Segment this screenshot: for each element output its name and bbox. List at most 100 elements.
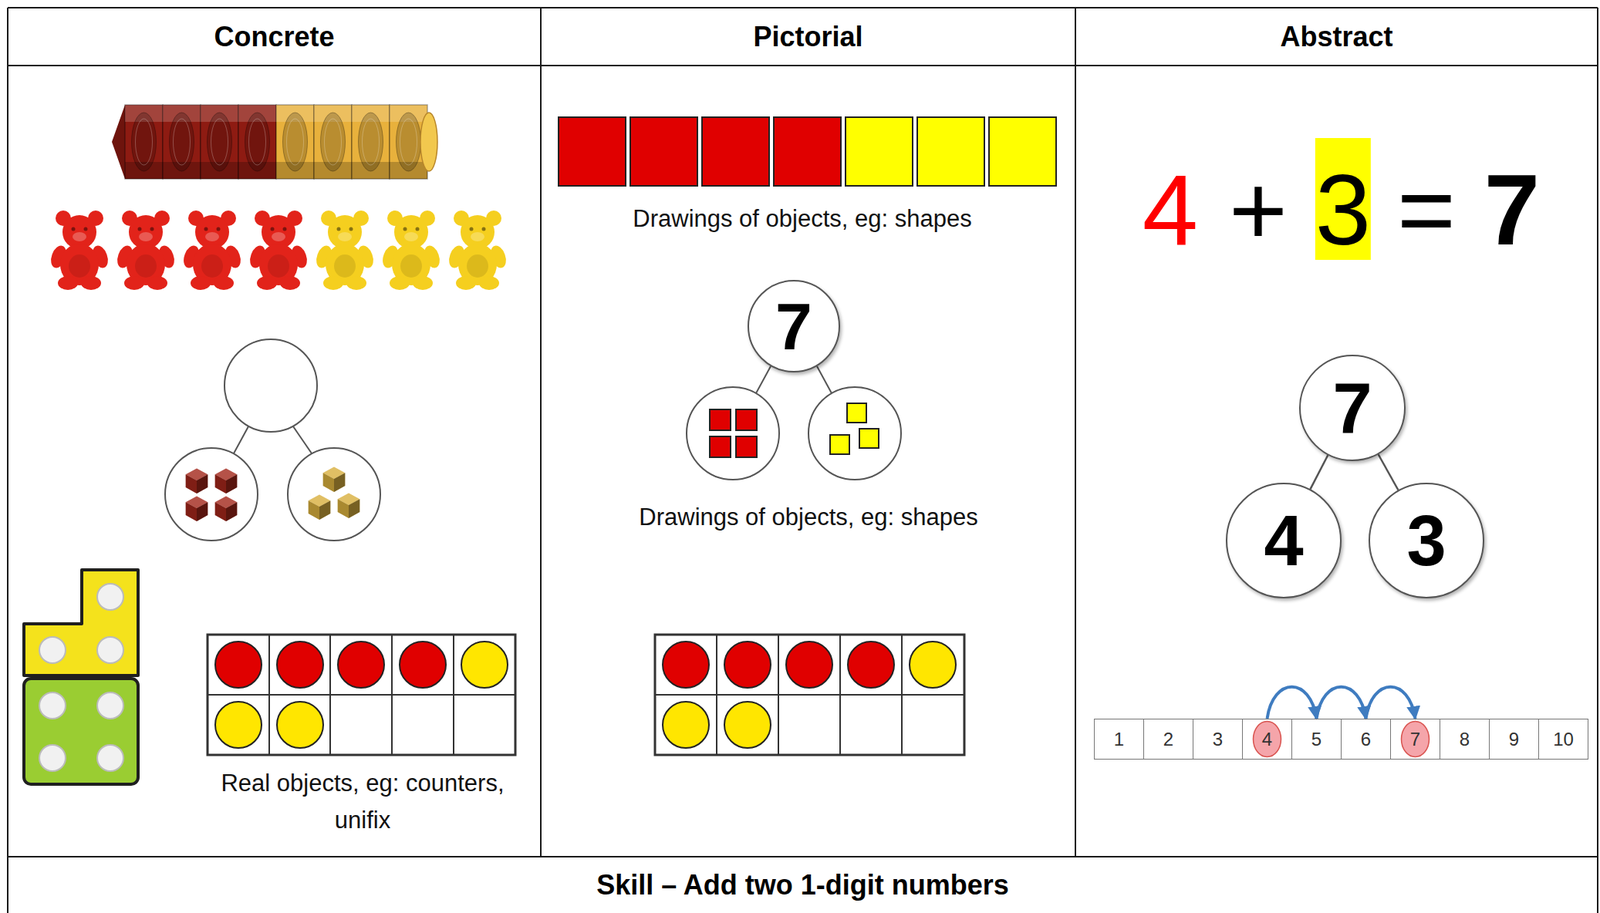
red-counter [399,641,446,689]
unifix-cube [276,104,314,179]
ten-frame-border [654,634,965,756]
red-bear [180,210,244,291]
red-counter [724,641,771,689]
header-text: Pictorial [752,20,863,54]
unifix-cube [162,104,201,179]
part-circle [808,387,902,480]
unifix-cube [238,104,277,179]
number-line-number: 5 [1311,730,1322,750]
red-counter [847,641,895,689]
red-bear [114,210,177,291]
number-line-cell: 5 [1291,718,1342,760]
number-line-number: 4 [1262,730,1273,750]
yellow-counter [461,641,508,689]
skill-text: Skill – Add two 1-digit numbers [596,869,1010,902]
red-counter [786,641,833,689]
red-square [702,117,770,186]
red-square [709,436,731,458]
stick-end [420,112,438,172]
unifix-cube [124,104,163,179]
number-line-number: 10 [1552,730,1574,750]
yellow-bear [313,210,376,291]
table-rule [7,856,1598,858]
table-rule [7,6,1598,9]
part-whole-line [293,426,312,454]
counting-bears [47,210,509,291]
yellow-counter [724,702,771,749]
equation-addend: 4 [1142,159,1199,260]
ten-frame-rule [654,694,965,696]
red-counter [215,641,262,689]
unifix-cube [351,104,390,179]
numicon-hole [97,583,124,611]
unifix-stick [111,104,438,179]
part-number: 3 [1406,505,1446,577]
part-circle [686,387,780,480]
red-cube [215,468,238,494]
stick-end [111,104,125,179]
jump-arrow [1267,687,1317,719]
gold-cube [323,466,346,493]
part-whole-line [816,366,832,394]
numicon-hole [97,692,124,719]
yellow-counter [662,702,709,749]
numicon-hole [39,692,66,719]
gold-cube [337,492,361,519]
column-header: Concrete [7,7,541,66]
part-number: 4 [1263,505,1303,577]
red-cube [215,496,238,522]
pictorial-ten-frame [654,634,965,756]
part-circle [165,448,258,541]
table-rule [7,64,1598,67]
part-whole-line [233,426,249,454]
red-square [735,409,757,431]
red-square [558,117,626,186]
yellow-counter [276,702,324,749]
numicon-shapes [23,570,139,785]
equation-addend: 3 [1315,138,1371,260]
table-rule [1596,7,1599,913]
red-bear [246,210,310,291]
table-grid [7,7,1598,913]
red-square [630,117,698,186]
number-line-cell: 7 [1390,718,1441,760]
yellow-square [830,435,850,455]
table-rule [1074,7,1077,858]
yellow-square [845,117,913,186]
number-line-cell: 6 [1340,718,1391,760]
jump-arrow [1316,687,1367,719]
red-square [709,409,731,431]
column-header: Abstract [1075,7,1598,66]
part-whole-line [1309,455,1328,490]
header-text: Abstract [1279,20,1393,54]
number-line-cell: 4 [1242,718,1293,760]
red-square [773,117,841,186]
numicon-three [23,570,139,676]
number-line-cell: 8 [1439,718,1490,760]
red-counter [276,641,324,689]
number-line-number: 9 [1508,730,1519,750]
highlight-oval [1401,722,1430,758]
table-rule [6,7,9,913]
yellow-square [917,117,985,186]
number-line-number: 7 [1410,730,1421,750]
red-square [735,436,757,458]
concrete-part-whole [165,339,381,541]
red-cube [185,468,209,494]
gold-cube [308,494,331,520]
yellow-counter [215,702,262,749]
caption: Drawings of objects, eg: shapes [632,200,972,238]
part-circle: 4 [1225,482,1342,599]
caption: Real objects, eg: counters, unifix [208,765,517,840]
number-line-cell: 1 [1093,718,1145,760]
number-line-cell: 9 [1488,718,1540,760]
red-bear [47,210,111,291]
whole-number: 7 [1332,372,1372,444]
unifix-cube [313,104,352,179]
part-whole-line [756,366,771,394]
numicon-hole [39,637,66,664]
concrete-ten-frame [207,634,516,756]
number-line-number: 1 [1113,730,1125,750]
number-line-number: 3 [1212,730,1223,750]
yellow-counter [909,641,956,689]
